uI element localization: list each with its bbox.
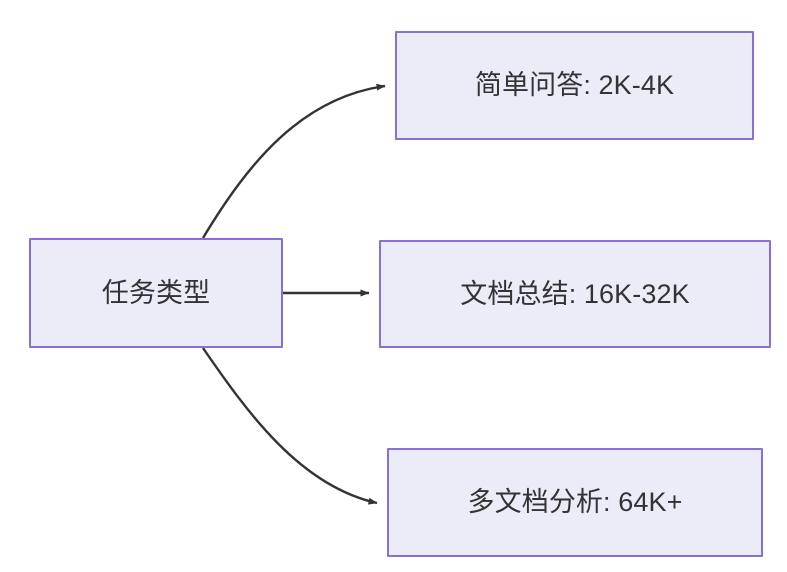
edge-root-to-simple-qa xyxy=(201,83,386,239)
node-task-type-label: 任务类型 xyxy=(101,277,211,308)
node-multi-doc-label: 多文档分析: 64K+ xyxy=(467,487,683,518)
node-multi-doc[interactable]: 多文档分析: 64K+ xyxy=(387,448,763,557)
edge-root-to-multi-doc xyxy=(202,347,378,505)
node-doc-summary[interactable]: 文档总结: 16K-32K xyxy=(379,240,771,348)
node-doc-summary-label: 文档总结: 16K-32K xyxy=(460,278,690,309)
node-task-type[interactable]: 任务类型 xyxy=(29,238,283,348)
node-simple-qa[interactable]: 简单问答: 2K-4K xyxy=(395,31,754,140)
node-simple-qa-label: 简单问答: 2K-4K xyxy=(474,70,675,101)
